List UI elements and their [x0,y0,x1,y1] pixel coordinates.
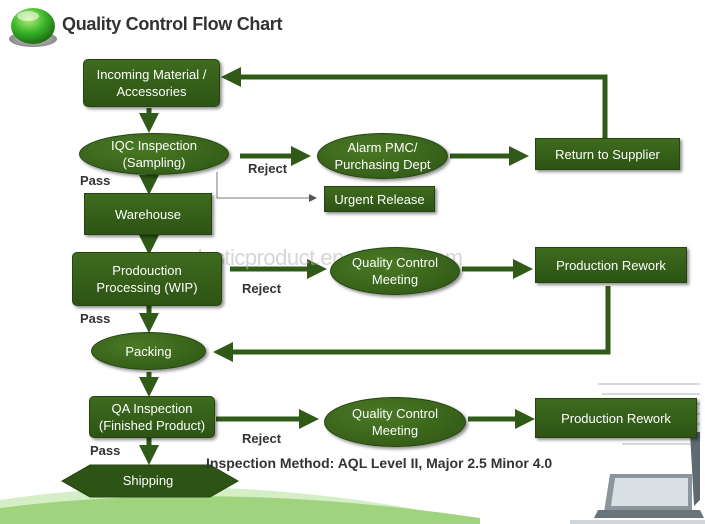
node-urgent-release: Urgent Release [324,186,435,212]
label-reject-production: Reject [242,281,282,296]
node-qc-meeting-2: Quality Control Meeting [324,397,466,447]
node-incoming-material: Incoming Material / Accessories [83,59,220,107]
node-production-rework-1: Production Rework [535,247,687,283]
node-warehouse: Warehouse [84,193,212,235]
page-title: Quality Control Flow Chart [62,14,283,34]
green-sphere-icon [9,8,57,47]
label-reject-qa: Reject [242,431,282,446]
label-reject-iqc: Reject [248,161,288,176]
arrow-rework-packing [213,286,611,362]
node-qa-inspection: QA Inspection (Finished Product) [89,396,215,438]
arrow-return-to-incoming [221,67,608,138]
node-packing: Packing [91,332,206,370]
node-qc-meeting-1: Quality Control Meeting [330,247,460,295]
label-pass-qa: Pass [90,443,121,458]
node-return-to-supplier: Return to Supplier [535,138,680,170]
node-production-rework-2: Production Rework [535,398,697,438]
node-shipping-shape [60,464,240,498]
node-production-processing: Prodouction Processing (WIP) [72,252,222,306]
arrow-urgent-release [216,172,317,202]
node-shipping: Shipping [122,472,174,488]
node-alarm-pmc: Alarm PMC/ Purchasing Dept [317,133,448,179]
node-iqc-inspection: IQC Inspection (Sampling) [79,133,229,175]
inspection-method-text: Inspection Method: AQL Level II, Major 2… [206,455,553,471]
label-pass-iqc: Pass [80,173,111,188]
label-pass-production: Pass [80,311,111,326]
